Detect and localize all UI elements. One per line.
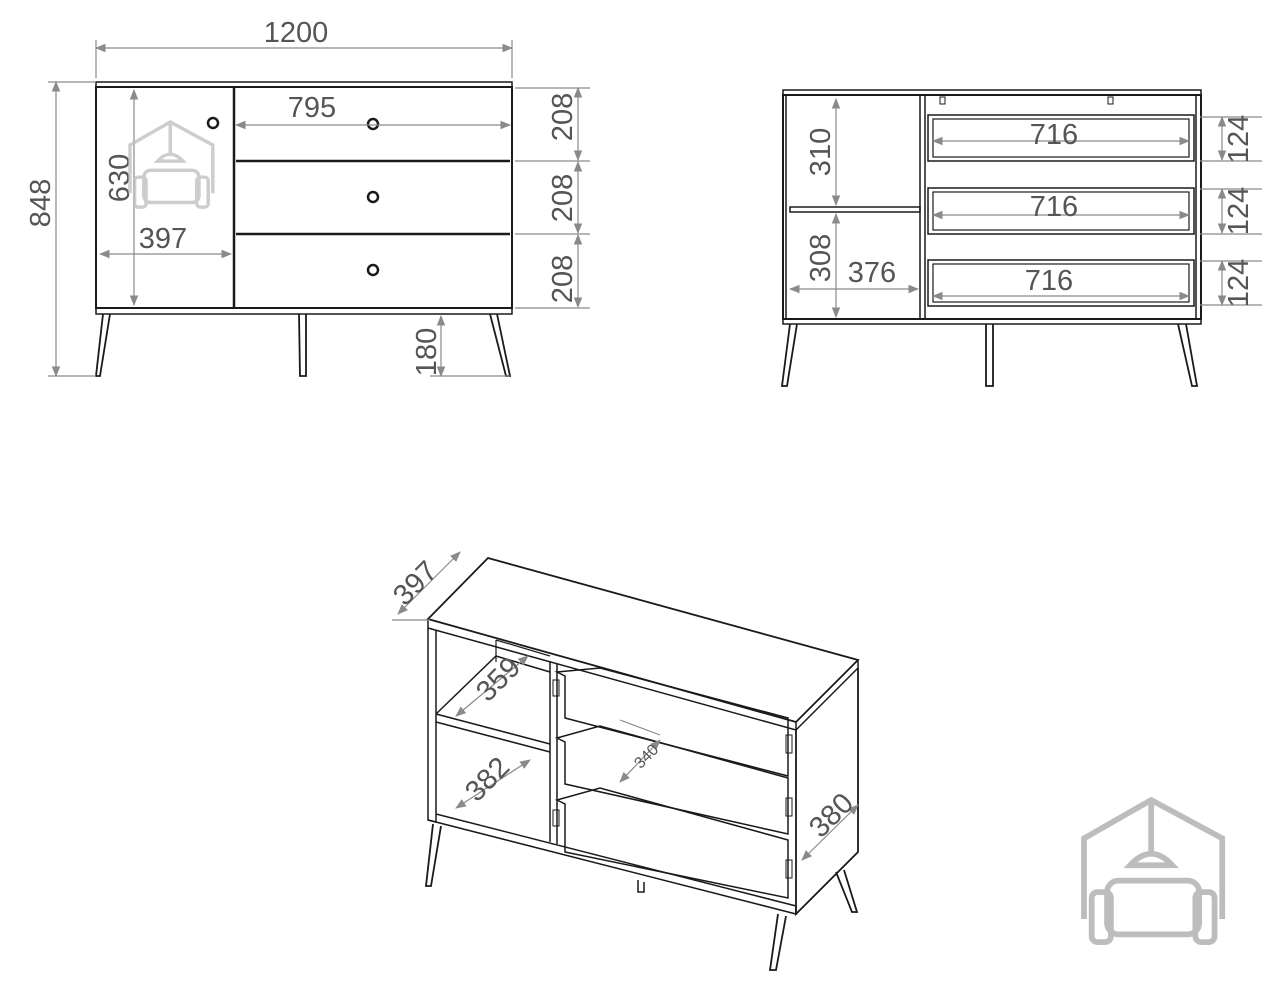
upper-shelf-height-label: 310 bbox=[805, 128, 837, 176]
drawer-height-label: 208 bbox=[547, 93, 579, 141]
house-logo-icon bbox=[1084, 800, 1222, 942]
front-view: 1200 848 795 630 397 208 208 208 180 bbox=[25, 17, 590, 378]
drawer-inner-width-label: 716 bbox=[1025, 265, 1073, 297]
lower-shelf-height-label: 308 bbox=[805, 234, 837, 282]
drawer-width-label: 795 bbox=[288, 92, 336, 124]
open-view: 310 308 376 716 716 716 124 124 124 bbox=[780, 89, 1262, 387]
drawer-inner-width-label: 716 bbox=[1030, 191, 1078, 223]
drawer-inner-height-label: 124 bbox=[1223, 259, 1255, 307]
drawer-knob bbox=[366, 117, 380, 131]
depth-label: 397 bbox=[387, 555, 444, 612]
lower-shelf-depth-label: 382 bbox=[459, 751, 516, 808]
drawer-depth-label: 340 bbox=[631, 741, 662, 772]
front-height-label: 848 bbox=[25, 179, 57, 227]
upper-shelf-depth-label: 359 bbox=[470, 651, 527, 708]
side-depth-label: 380 bbox=[803, 787, 860, 844]
door-width-label: 397 bbox=[139, 223, 187, 255]
shelf-width-label: 376 bbox=[848, 257, 896, 289]
door-knob bbox=[206, 116, 220, 130]
drawer-inner-width-label: 716 bbox=[1030, 119, 1078, 151]
drawer-knob bbox=[366, 190, 380, 204]
leg-height-label: 180 bbox=[411, 328, 443, 376]
perspective-view: 397 359 382 340 380 bbox=[387, 551, 860, 971]
drawer-inner-height-label: 124 bbox=[1223, 187, 1255, 235]
drawer-knob bbox=[366, 263, 380, 277]
drawer-height-label: 208 bbox=[547, 174, 579, 222]
front-width-label: 1200 bbox=[264, 17, 329, 49]
house-logo-icon bbox=[128, 120, 215, 209]
drawer-inner-height-label: 124 bbox=[1223, 115, 1255, 163]
drawer-height-label: 208 bbox=[547, 255, 579, 303]
